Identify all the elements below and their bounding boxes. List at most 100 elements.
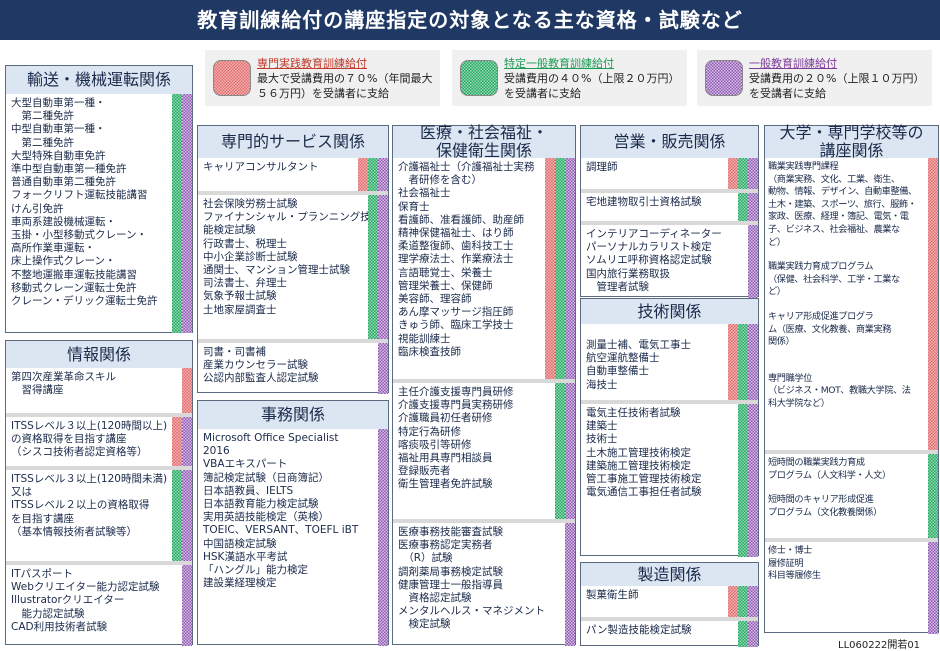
qualification-item: プログラム（人文科学・人文） bbox=[768, 469, 891, 481]
red-benefit-marker bbox=[182, 368, 192, 413]
qualification-item: 短時間の職業実践力育成 bbox=[768, 457, 865, 468]
purple-benefit-marker bbox=[928, 542, 938, 634]
category-panel: 営業・販売関係調理師宅地建物取引士資格試験インテリアコーディネーターパーソナルカ… bbox=[580, 125, 759, 330]
green-benefit-marker bbox=[368, 195, 378, 339]
qualification-item: 資格認定試験 bbox=[398, 592, 472, 605]
qualification-group: インテリアコーディネーターパーソナルカラリスト検定ソムリエ呼称資格認定試験国内旅… bbox=[581, 221, 758, 330]
qualification-group: キャリアコンサルタント bbox=[198, 158, 388, 191]
qualification-item: メンタルヘルス・マネジメント bbox=[398, 605, 545, 618]
legend-desc: を受講者に支給 bbox=[749, 87, 826, 100]
qualification-group: 大型自動車第一種・ 第二種免許中型自動車第一種・ 第二種免許大型特殊自動車免許準… bbox=[6, 94, 192, 333]
purple-benefit-marker bbox=[182, 94, 192, 333]
qualification-item: 専門職学位 bbox=[768, 372, 812, 384]
qualification-item: （シスコ技術者認定資格等） bbox=[11, 446, 148, 459]
qualification-item: 土地家屋調査士 bbox=[203, 303, 277, 316]
purple-benefit-marker bbox=[748, 225, 758, 330]
qualification-item: （基本情報技術者試験等） bbox=[11, 525, 137, 538]
qualification-item: 社会福祉士 bbox=[398, 187, 451, 200]
qualification-item: 動物、情報、デザイン、自動車整備、 bbox=[768, 186, 917, 198]
qualification-item: 習得講座 bbox=[11, 384, 64, 397]
qualification-item: 福祉用具専門相談員 bbox=[398, 452, 493, 465]
qualification-item: 医療事務技能審査試験 bbox=[398, 526, 503, 538]
qualification-item: 言語聴覚士、栄養士 bbox=[398, 266, 493, 279]
legend-desc: を受講者に支給 bbox=[504, 87, 581, 100]
qualification-item: 関係） bbox=[768, 336, 795, 348]
qualification-item: 保育士 bbox=[398, 200, 430, 213]
qualification-item: 看護師、准看護師、助産師 bbox=[398, 213, 524, 226]
qualification-item: 者研修を含む） bbox=[398, 174, 482, 187]
qualification-item: 臨床検査技師 bbox=[398, 345, 461, 358]
qualification-item: 日本語教育能力検定試験 bbox=[203, 498, 319, 511]
purple-benefit-marker bbox=[565, 523, 575, 646]
category-title: 情報関係 bbox=[6, 341, 192, 368]
qualification-item: 日本語教員、IELTS bbox=[203, 484, 294, 497]
qualification-item: パーソナルカラリスト検定 bbox=[586, 241, 712, 254]
purple-benefit-marker bbox=[182, 565, 192, 646]
qualification-item: 健康管理士一般指導員 bbox=[398, 578, 503, 591]
qualification-item: ITSSレベル３以上(120時間以上) bbox=[11, 420, 168, 432]
qualification-item: （商業実務、文化、工業、衛生、 bbox=[768, 173, 900, 185]
qualification-item: ITSSレベル２以上の資格取得 bbox=[11, 499, 150, 512]
red-benefit-marker bbox=[728, 324, 738, 400]
qualification-item: 検定試験 bbox=[398, 618, 451, 631]
qualification-item: 簿記検定試験（日商簿記） bbox=[203, 471, 329, 484]
qualification-item: 柔道整復師、歯科技工士 bbox=[398, 240, 514, 253]
category-title: 技術関係 bbox=[581, 299, 758, 324]
green-benefit-marker bbox=[738, 324, 748, 400]
qualification-item: を目指す講座 bbox=[11, 512, 74, 525]
category-panel: 技術関係測量士補、電気工事士航空運航整備士自動車整備士海技士電気主任技術者試験建… bbox=[580, 298, 759, 557]
legend-item: 専門実践教育訓練給付 最大で受講費用の７０%（年間最大 ５６万円）を受講者に支給 bbox=[205, 50, 440, 106]
page-title: 教育訓練給付の講座指定の対象となる主な資格・試験など bbox=[0, 0, 940, 40]
green-benefit-marker bbox=[368, 158, 378, 191]
green-benefit-marker bbox=[738, 158, 748, 189]
qualification-item: 能力認定試験 bbox=[11, 607, 85, 620]
qualification-group: 修士・博士履修証明科目等履修生 bbox=[765, 538, 938, 634]
qualification-item: 短時間のキャリア形成促進 bbox=[768, 494, 874, 506]
qualification-item: （保健、社会科学、工学・工業な bbox=[768, 273, 900, 285]
qualification-item: 建設業経理検定 bbox=[203, 577, 277, 590]
qualification-item: 第四次産業革命スキル bbox=[11, 371, 116, 383]
purple-benefit-marker bbox=[378, 158, 388, 191]
purple-benefit-marker bbox=[748, 404, 758, 557]
qualification-item: 気象予報士試験 bbox=[203, 290, 277, 303]
qualification-item: 社会保険労務士試験 bbox=[203, 198, 298, 210]
qualification-item: 第二種免許 bbox=[11, 110, 74, 123]
purple-benefit-marker bbox=[182, 470, 192, 561]
legend-link[interactable]: 専門実践教育訓練給付 bbox=[257, 57, 367, 70]
legend-link[interactable]: 特定一般教育訓練給付 bbox=[504, 57, 614, 70]
green-benefit-marker bbox=[738, 586, 748, 617]
legend-item: 特定一般教育訓練給付 受講費用の４０%（上限２０万円） を受講者に支給 bbox=[452, 50, 687, 106]
legend-link[interactable]: 一般教育訓練給付 bbox=[749, 57, 837, 70]
qualification-item: （R）試験 bbox=[398, 552, 453, 565]
qualification-item: 公認内部監査人認定試験 bbox=[203, 372, 319, 385]
qualification-item: きゅう師、臨床工学技士 bbox=[398, 319, 514, 332]
green-benefit-marker bbox=[738, 621, 748, 647]
qualification-item: 実用英語技能検定（英検） bbox=[203, 511, 329, 524]
qualification-item: 宅地建物取引士資格試験 bbox=[586, 196, 702, 208]
category-title: 営業・販売関係 bbox=[581, 126, 758, 158]
qualification-item: 建築士 bbox=[586, 420, 618, 433]
green-benefit-marker bbox=[738, 193, 748, 221]
green-benefit-marker bbox=[738, 404, 748, 557]
green-benefit-marker bbox=[172, 470, 182, 561]
qualification-item: キャリア形成促進プログラ bbox=[768, 310, 874, 322]
green-benefit-marker bbox=[172, 94, 182, 333]
qualification-item: ファイナンシャル・プランニング技 bbox=[203, 211, 371, 224]
qualification-item: 又は bbox=[11, 486, 32, 499]
purple-benefit-marker bbox=[748, 193, 758, 221]
qualification-group: 短時間の職業実践力育成プログラム（人文科学・人文）短時間のキャリア形成促進プログ… bbox=[765, 450, 938, 538]
qualification-item: 管理栄養士、保健師 bbox=[398, 279, 493, 292]
qualification-item: 医療事務認定実務者 bbox=[398, 539, 493, 552]
qualification-item: けん引免許 bbox=[11, 202, 64, 215]
qualification-item: 家政、医療、経理・簿記、電気・電 bbox=[768, 211, 909, 223]
qualification-item bbox=[768, 482, 938, 494]
green-benefit-marker bbox=[555, 158, 565, 379]
category-panel: 大学・専門学校等の 講座関係職業実践専門課程（商業実務、文化、工業、衛生、動物、… bbox=[764, 124, 939, 634]
purple-benefit-marker bbox=[378, 195, 388, 339]
qualification-item: ど） bbox=[768, 286, 786, 298]
legend-desc: 最大で受講費用の７０%（年間最大 bbox=[257, 72, 433, 85]
qualification-item: 大型特殊自動車免許 bbox=[11, 149, 106, 162]
